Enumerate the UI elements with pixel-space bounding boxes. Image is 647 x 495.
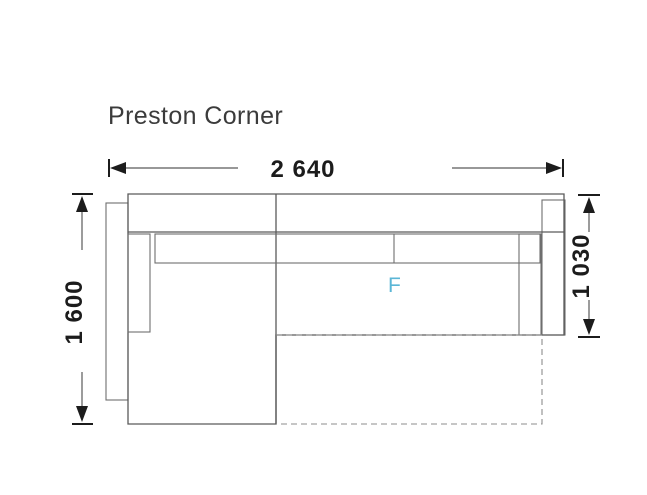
zone-label-f: F — [388, 274, 401, 297]
dimension-width-top: 2 640 — [108, 156, 564, 183]
dimension-height-left: 1 600 — [61, 193, 93, 425]
dimension-label-height-right: 1 030 — [568, 233, 595, 298]
arrow-head-down-left — [76, 406, 88, 422]
page-title: Preston Corner — [108, 102, 283, 130]
projected-footprint-dashed — [276, 334, 543, 425]
right-outer-side-panel — [541, 199, 566, 336]
arrow-head-up-left — [76, 196, 88, 212]
arrow-head-left — [110, 162, 126, 174]
dimension-label-width: 2 640 — [270, 156, 335, 183]
left-armrest-inner — [127, 233, 151, 333]
left-outer-side-panel — [105, 202, 129, 401]
dimension-label-height-left: 1 600 — [61, 279, 88, 344]
right-armrest-inner — [518, 233, 542, 336]
arrow-head-right — [546, 162, 562, 174]
seat-cushion-band — [154, 233, 541, 264]
arrow-head-down-right — [583, 319, 595, 335]
arrow-head-up-right — [583, 197, 595, 213]
sofa-plan-geometry: F — [105, 193, 566, 425]
sofa-body-outline — [127, 193, 565, 425]
dimension-height-right: 1 030 — [568, 194, 600, 338]
